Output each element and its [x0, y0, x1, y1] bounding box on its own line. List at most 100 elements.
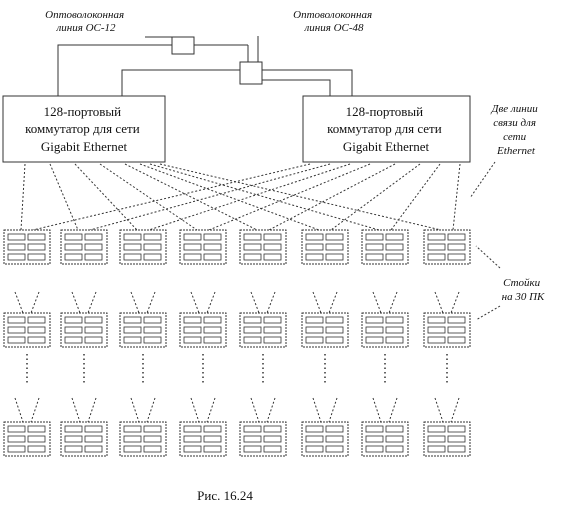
pc-node	[365, 233, 384, 241]
pc-node	[385, 326, 404, 334]
pc-node	[447, 336, 466, 344]
pc-node	[183, 316, 202, 324]
pc-node	[183, 336, 202, 344]
oc12-label-line2: линия OC-12	[55, 22, 116, 34]
pc-node	[143, 425, 162, 433]
rack-frame	[3, 312, 51, 348]
pc-node	[27, 435, 46, 443]
pc-node	[203, 326, 222, 334]
rack-grid	[3, 229, 471, 457]
rack-frame	[301, 312, 349, 348]
rack-uplink	[190, 291, 216, 314]
rack	[239, 312, 287, 348]
pc-node	[27, 326, 46, 334]
pc-node	[84, 253, 103, 261]
rack	[423, 312, 471, 348]
rack-column-links	[14, 291, 460, 423]
rack-uplink	[14, 397, 40, 423]
racks-label-line1: Стойки	[503, 277, 541, 289]
pc-node	[7, 253, 26, 261]
ethernet-label-line4: Ethernet	[496, 145, 536, 157]
rack-uplink	[130, 291, 156, 314]
rack-frame	[119, 421, 167, 457]
pc-node	[27, 445, 46, 453]
pc-node	[123, 233, 142, 241]
rack	[3, 229, 51, 265]
rack-frame	[179, 421, 227, 457]
pc-node	[183, 445, 202, 453]
pc-node	[427, 336, 446, 344]
pc-node	[7, 243, 26, 251]
rack-frame	[361, 229, 409, 265]
oc48-right-feed	[262, 69, 353, 96]
pc-node	[243, 326, 262, 334]
pc-node	[64, 316, 83, 324]
rack-frame	[423, 312, 471, 348]
pc-node	[243, 243, 262, 251]
switch-right-line1: 128-портовый	[346, 104, 423, 119]
rack-frame	[3, 229, 51, 265]
pc-node	[305, 233, 324, 241]
rack-frame	[361, 421, 409, 457]
pc-node	[84, 336, 103, 344]
rack	[119, 312, 167, 348]
rack-frame	[239, 229, 287, 265]
pc-node	[325, 336, 344, 344]
pc-node	[385, 253, 404, 261]
pc-node	[143, 445, 162, 453]
rack-uplink	[372, 397, 398, 423]
pc-node	[183, 326, 202, 334]
rack	[60, 229, 108, 265]
rack-frame	[301, 229, 349, 265]
pc-node	[143, 243, 162, 251]
ethernet-label-line3: сети	[503, 131, 526, 143]
rack	[361, 312, 409, 348]
pc-node	[243, 316, 262, 324]
rack-frame	[239, 312, 287, 348]
pc-node	[385, 425, 404, 433]
rack-uplink	[250, 397, 276, 423]
pc-node	[183, 435, 202, 443]
rack	[301, 421, 349, 457]
pc-node	[325, 425, 344, 433]
rack-uplink	[190, 397, 216, 423]
pc-node	[123, 243, 142, 251]
pc-node	[183, 233, 202, 241]
pc-node	[385, 316, 404, 324]
pc-node	[447, 425, 466, 433]
rack-frame	[423, 229, 471, 265]
pc-node	[325, 243, 344, 251]
pc-node	[7, 316, 26, 324]
pc-node	[427, 425, 446, 433]
pc-node	[263, 316, 282, 324]
pc-node	[447, 316, 466, 324]
pc-node	[243, 425, 262, 433]
rack	[179, 421, 227, 457]
rack	[423, 421, 471, 457]
pc-node	[305, 336, 324, 344]
rack-frame	[119, 229, 167, 265]
pc-node	[263, 243, 282, 251]
switch-left: 128-портовый коммутатор для сети Gigabit…	[2, 95, 166, 163]
rack-uplink	[372, 291, 398, 314]
right-switch-link	[390, 163, 441, 231]
rack	[119, 229, 167, 265]
right-switch-link	[452, 163, 461, 231]
pc-node	[7, 435, 26, 443]
pc-node	[385, 445, 404, 453]
pc-node	[84, 233, 103, 241]
pc-node	[447, 445, 466, 453]
pc-node	[27, 425, 46, 433]
pc-node	[243, 336, 262, 344]
pc-node	[203, 445, 222, 453]
pc-node	[365, 243, 384, 251]
rack	[60, 421, 108, 457]
pc-node	[203, 336, 222, 344]
rack	[361, 421, 409, 457]
pc-node	[325, 233, 344, 241]
rack	[301, 229, 349, 265]
rack-frame	[60, 421, 108, 457]
pc-node	[385, 233, 404, 241]
pc-node	[27, 336, 46, 344]
rack	[423, 229, 471, 265]
